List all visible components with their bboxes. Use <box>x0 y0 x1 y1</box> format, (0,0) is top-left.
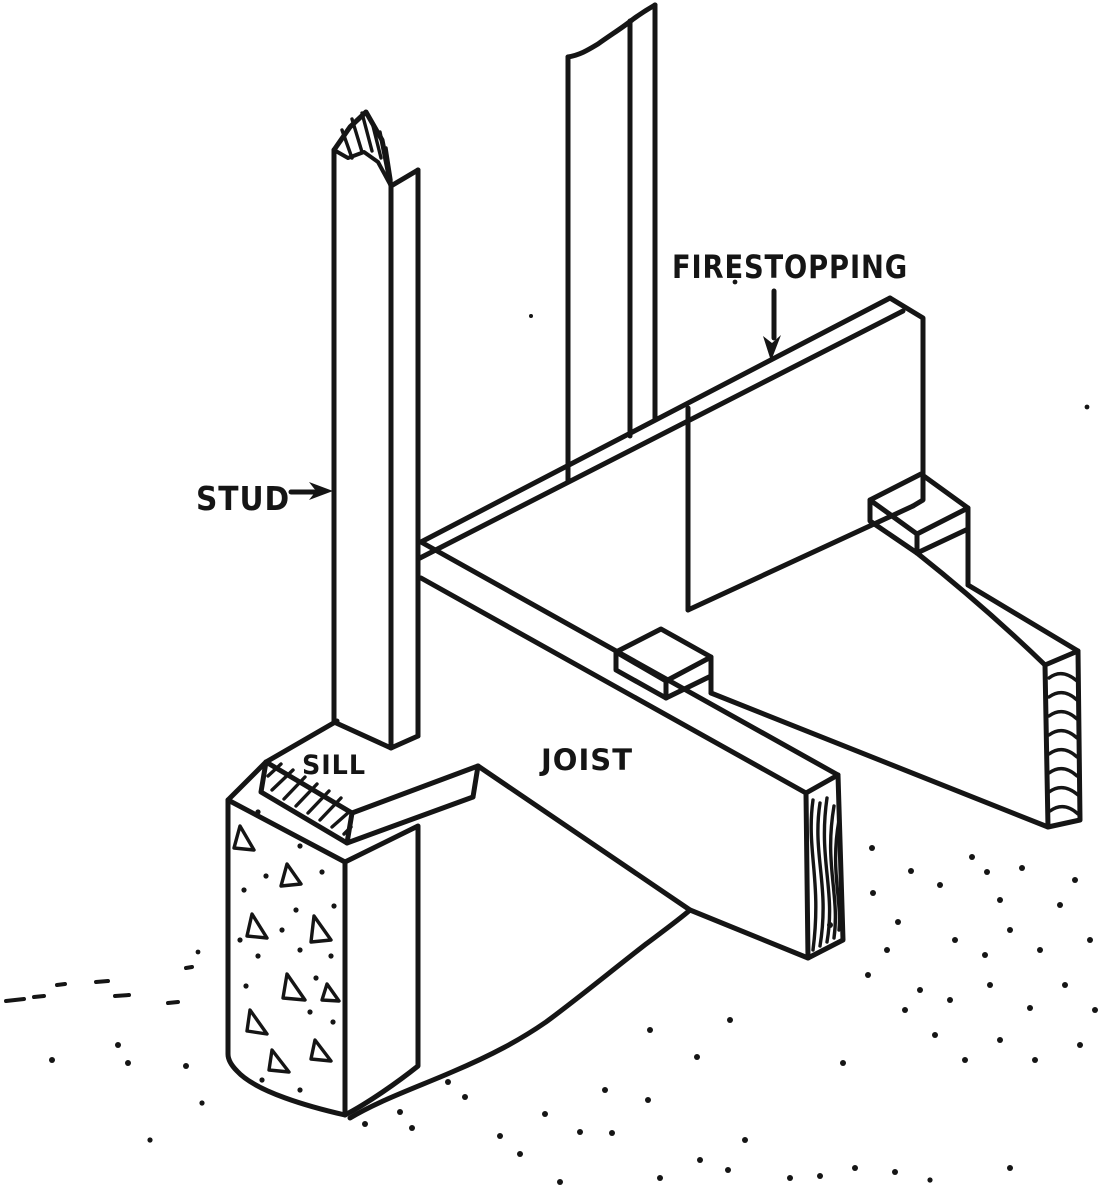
ground-stipple <box>4 279 1098 1185</box>
joist-label: JOIST <box>539 743 633 777</box>
sill-label: SILL <box>302 750 366 781</box>
firestopping-label: FIRESTOPPING <box>672 248 908 286</box>
stud-break-hatch <box>340 111 393 182</box>
rear-stud <box>565 2 658 485</box>
concrete-aggregate <box>232 809 341 1093</box>
foundation-pier <box>225 759 421 1118</box>
firestopping-arrow-icon <box>763 288 781 361</box>
sill-end-grain-hatch <box>266 762 353 836</box>
stud-arrow-icon <box>288 482 333 500</box>
far-joist <box>708 550 1083 830</box>
stud-label: STUD <box>196 479 290 518</box>
far-joist-end-grain <box>1047 672 1080 816</box>
firestopping-board <box>417 295 926 613</box>
sill-left-bay <box>613 626 714 701</box>
sill-plate <box>258 718 481 846</box>
near-joist-end-grain <box>809 796 842 952</box>
left-stud <box>331 109 421 751</box>
ground <box>4 279 1098 1185</box>
annotations: STUD FIRESTOPPING SILL JOIST <box>196 248 908 781</box>
sill-right-bay <box>867 471 971 588</box>
ground-line <box>347 907 693 1121</box>
